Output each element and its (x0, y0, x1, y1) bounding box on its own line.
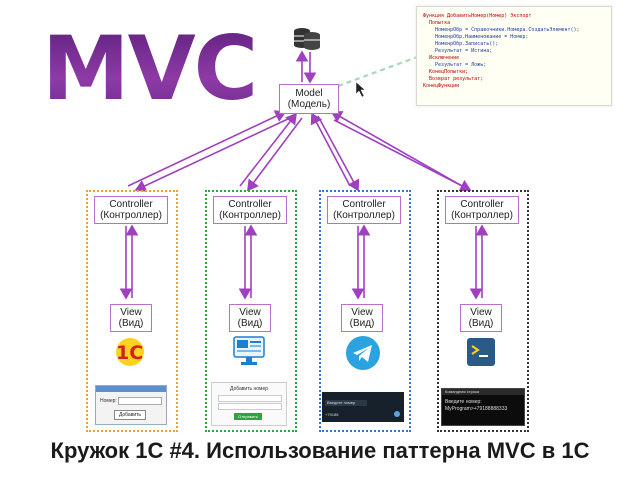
code-line: Исключение (423, 55, 460, 61)
screen-1c-add-button: Добавить (114, 410, 146, 420)
frame-web (205, 190, 297, 432)
model-box: Model (Модель) (279, 84, 339, 114)
web-form-icon (233, 336, 265, 365)
screen-web: Добавить номер Отправить (211, 382, 287, 426)
frame-console (437, 190, 529, 432)
telegram-icon (346, 336, 380, 370)
view-box-4: View (Вид) (460, 304, 502, 332)
controller-label: Controller (342, 199, 386, 210)
model-controller-3-up (310, 112, 351, 187)
screen-console: Командная строка Введите номер: MyProgra… (441, 388, 525, 426)
model-controller-1-up (127, 110, 287, 187)
model-controller-4-down (333, 119, 472, 192)
controller-label: Controller (109, 199, 153, 210)
view-label: View (239, 307, 261, 318)
code-line: КонецПопытки; (423, 69, 469, 75)
screen-1c: Номер: Добавить (95, 385, 167, 425)
screen-telegram-input: Введите номер (325, 400, 367, 406)
frame-1c (86, 190, 178, 432)
model-label: Model (295, 88, 323, 99)
code-line: Попытка (423, 20, 451, 26)
controller-box-1: Controller (Контроллер) (94, 196, 168, 224)
model-code-connector (337, 54, 421, 88)
view-sublabel: (Вид) (237, 318, 263, 329)
controller-sublabel: (Контроллер) (219, 210, 281, 221)
controller-box-4: Controller (Контроллер) (445, 196, 519, 224)
view-sublabel: (Вид) (349, 318, 375, 329)
code-line: Результат = Ложь; (423, 62, 487, 68)
code-line: Функция ДобавитьНомер(Номер) Экспорт (423, 13, 532, 19)
screen-console-prompt: Введите номер: (445, 399, 482, 405)
model-controller-3-down (317, 115, 360, 192)
view-label: View (351, 307, 373, 318)
model-controller-4-up (330, 111, 463, 187)
screen-web-submit-button: Отправить (234, 413, 262, 420)
controller-sublabel: (Контроллер) (451, 210, 513, 221)
screen-console-output: MyProgram>+79188888333 (445, 406, 508, 412)
controller-box-2: Controller (Контроллер) (213, 196, 287, 224)
view-label: View (470, 307, 492, 318)
svg-text:1С: 1С (116, 342, 143, 364)
screen-telegram: Введите номер +79188 (322, 392, 404, 422)
model-controller-2-up (239, 112, 297, 187)
view-sublabel: (Вид) (468, 318, 494, 329)
code-panel: Функция ДобавитьНомер(Номер) Экспорт Поп… (416, 6, 612, 106)
controller-label: Controller (228, 199, 272, 210)
controller-sublabel: (Контроллер) (100, 210, 162, 221)
model-controller-1-down (134, 117, 291, 192)
controller-label: Controller (460, 199, 504, 210)
code-line: НоменрОбр.Записать(); (423, 41, 499, 47)
console-icon (467, 338, 495, 366)
screen-web-title: Добавить номер (230, 386, 269, 392)
view-box-2: View (Вид) (229, 304, 271, 332)
code-line: КонецФункции (423, 83, 460, 89)
controller-sublabel: (Контроллер) (333, 210, 395, 221)
controller-box-3: Controller (Контроллер) (327, 196, 401, 224)
view-box-1: View (Вид) (110, 304, 152, 332)
model-controller-2-down (247, 117, 303, 192)
code-line: Возврат результат; (423, 76, 484, 82)
code-line: НоменрОбр.Наименование = Номер; (423, 34, 529, 40)
view-sublabel: (Вид) (118, 318, 144, 329)
database-icon (294, 28, 320, 50)
mouse-cursor-icon (355, 81, 366, 98)
screen-telegram-message: +79188 (325, 412, 339, 417)
screen-1c-field-label: Номер: (100, 398, 117, 404)
code-line: Результат = Истина; (423, 48, 493, 54)
1c-logo-icon: 1С (116, 338, 144, 366)
code-line: НоменрОбр = Справочники.Номера.СоздатьЭл… (423, 27, 580, 33)
caption: Кружок 1С #4. Использование паттерна MVC… (50, 438, 590, 463)
view-label: View (120, 307, 142, 318)
mvc-title: MVC (42, 17, 258, 120)
model-sublabel: (Модель) (287, 99, 331, 110)
view-box-3: View (Вид) (341, 304, 383, 332)
frame-telegram (319, 190, 411, 432)
screen-console-titlebar: Командная строка (442, 389, 524, 395)
